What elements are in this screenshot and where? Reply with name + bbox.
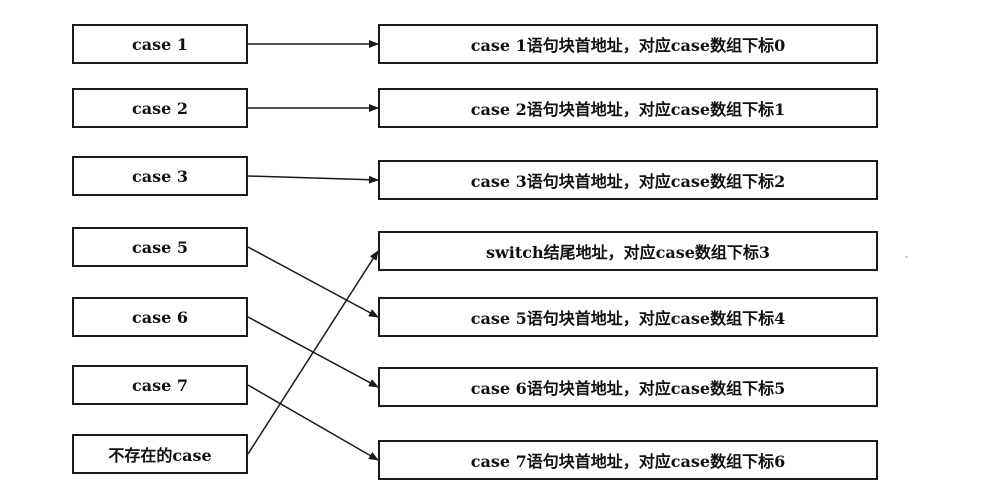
nonexistent-case-box: 不存在的case bbox=[72, 434, 248, 474]
case-2-box: case 2 bbox=[72, 88, 248, 128]
arrow-2-to-2 bbox=[247, 175, 379, 184]
slot-1-box: case 2语句块首地址，对应case数组下标1 bbox=[378, 88, 878, 128]
case-2-label: case 2 bbox=[132, 98, 188, 118]
case-5-label: case 5 bbox=[132, 237, 188, 257]
case-6-box: case 6 bbox=[72, 297, 248, 337]
case-7-box: case 7 bbox=[72, 365, 248, 405]
case-1-box: case 1 bbox=[72, 24, 248, 64]
case-1-label: case 1 bbox=[132, 34, 188, 54]
slot-2-label: case 3语句块首地址，对应case数组下标2 bbox=[470, 172, 786, 191]
case-6-label: case 6 bbox=[132, 307, 188, 327]
case-5-box: case 5 bbox=[72, 227, 248, 267]
nonexistent-case-label: 不存在的case bbox=[108, 446, 212, 465]
slot-4-label: case 5语句块首地址，对应case数组下标4 bbox=[470, 309, 786, 328]
slot-6-label: case 7语句块首地址，对应case数组下标6 bbox=[470, 452, 786, 471]
slot-3-label: switch结尾地址，对应case数组下标3 bbox=[485, 243, 771, 262]
arrow-6-to-3 bbox=[247, 250, 379, 455]
slot-3-box: switch结尾地址，对应case数组下标3 bbox=[378, 231, 878, 271]
arrow-5-to-6 bbox=[247, 384, 379, 461]
slot-1-label: case 2语句块首地址，对应case数组下标1 bbox=[470, 100, 786, 119]
slot-5-box: case 6语句块首地址，对应case数组下标5 bbox=[378, 367, 878, 407]
scan-speck bbox=[905, 256, 908, 258]
arrow-3-to-4 bbox=[247, 246, 379, 318]
slot-2-box: case 3语句块首地址，对应case数组下标2 bbox=[378, 160, 878, 200]
case-7-label: case 7 bbox=[132, 375, 188, 395]
slot-0-box: case 1语句块首地址，对应case数组下标0 bbox=[378, 24, 878, 64]
case-3-label: case 3 bbox=[132, 166, 188, 186]
case-3-box: case 3 bbox=[72, 156, 248, 196]
slot-5-label: case 6语句块首地址，对应case数组下标5 bbox=[470, 379, 786, 398]
slot-0-label: case 1语句块首地址，对应case数组下标0 bbox=[470, 36, 786, 55]
slot-4-box: case 5语句块首地址，对应case数组下标4 bbox=[378, 297, 878, 337]
slot-6-box: case 7语句块首地址，对应case数组下标6 bbox=[378, 440, 878, 480]
